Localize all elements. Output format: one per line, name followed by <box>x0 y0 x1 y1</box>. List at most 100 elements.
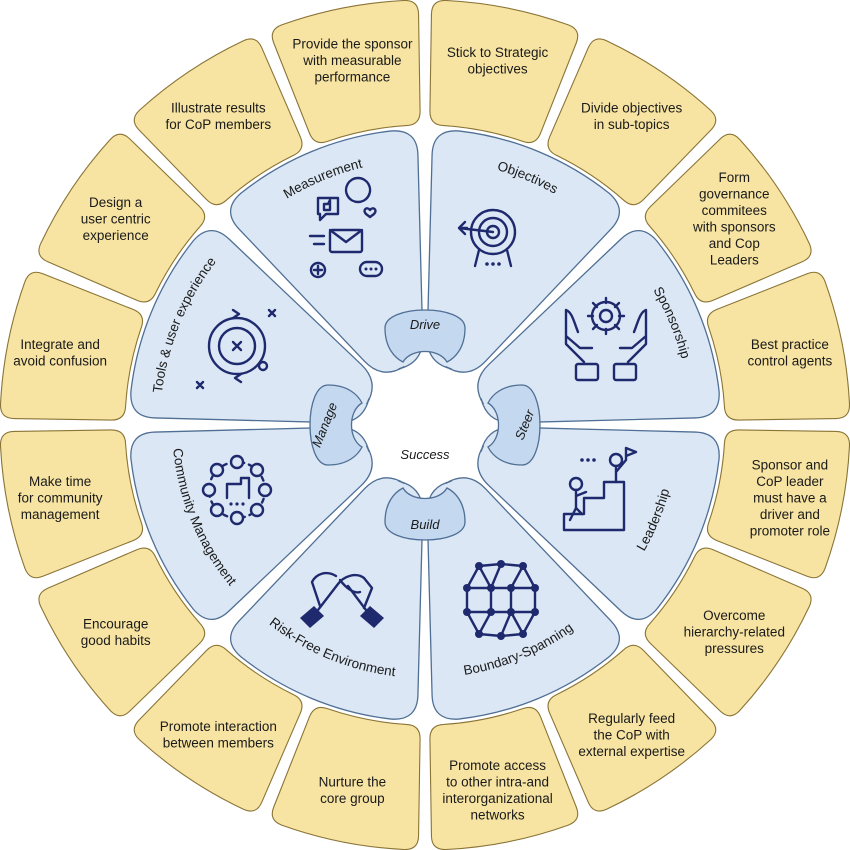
center-hub: Success <box>367 367 483 483</box>
practice-line: Form <box>719 170 751 185</box>
hands-gear-icon <box>564 296 648 382</box>
practice-text: Divide objectives in sub-topics <box>581 100 683 131</box>
practice-line: governance <box>699 187 770 202</box>
practice-line: Best practice <box>751 337 829 352</box>
practice-text: Promote interaction between members <box>160 719 277 751</box>
dimension-connector <box>309 384 363 466</box>
practice-box <box>644 133 812 303</box>
practice-box <box>706 429 850 579</box>
success-factor-ring: ObjectivesSponsorshipLeadershipBoundary-… <box>130 130 720 720</box>
social-feedback-icon <box>308 176 384 279</box>
practice-line: hierarchy-related <box>684 625 785 640</box>
practice-line: pressures <box>705 641 765 656</box>
practice-line: external expertise <box>578 744 685 759</box>
practice-line: Leaders <box>710 253 759 268</box>
practice-line: user centric <box>81 211 151 226</box>
practice-line: in sub-topics <box>594 117 670 132</box>
practice-box <box>38 133 206 303</box>
practice-line: Regularly feed <box>588 711 675 726</box>
practice-line: Divide objectives <box>581 100 683 115</box>
practice-line: Provide the sponsor <box>292 37 413 52</box>
practice-line: the CoP with <box>594 727 670 742</box>
dimension-connector <box>487 384 541 466</box>
factor-sector <box>130 426 373 621</box>
stairs-leader-icon <box>562 446 638 532</box>
dimension-label: Build <box>411 517 441 532</box>
handshake-icon <box>300 571 384 628</box>
factor-sector <box>130 229 373 424</box>
practice-line: must have a <box>753 491 827 506</box>
practice-line: networks <box>471 808 525 823</box>
practice-line: good habits <box>81 633 151 648</box>
network-icon <box>463 560 539 640</box>
practice-line: Integrate and <box>20 337 100 352</box>
practice-text: Best practice control agents <box>747 337 832 369</box>
factor-sector <box>426 130 621 373</box>
practice-line: for community <box>18 491 103 506</box>
practice-line: with measurable <box>302 53 401 68</box>
center-hub-circle <box>367 367 483 483</box>
practice-box <box>706 271 850 421</box>
practice-line: promoter role <box>750 524 830 539</box>
practice-line: experience <box>83 228 149 243</box>
practice-box <box>271 706 421 850</box>
practice-line: Design a <box>89 195 143 210</box>
community-circle-icon <box>201 454 273 526</box>
practice-box <box>547 38 717 206</box>
practice-line: CoP leader <box>756 474 824 489</box>
practice-box <box>547 644 717 812</box>
practice-line: interorganizational <box>442 791 552 806</box>
practice-box <box>133 38 303 206</box>
practice-box <box>429 706 579 850</box>
practice-line: avoid confusion <box>13 354 107 369</box>
target-icon <box>457 208 517 268</box>
practice-line: performance <box>315 70 391 85</box>
practice-box <box>0 271 144 421</box>
cycle-icon <box>195 308 277 390</box>
dimension-label: Drive <box>410 317 440 332</box>
practice-line: Illustrate results <box>171 100 266 115</box>
practice-line: control agents <box>747 354 832 369</box>
practice-line: Encourage <box>83 616 148 631</box>
practice-line: to other intra-and <box>446 775 549 790</box>
factor-icons <box>195 176 648 640</box>
practice-line: management <box>21 507 100 522</box>
dimension-connector <box>384 309 466 363</box>
factor-sector <box>426 477 621 720</box>
practice-box <box>271 0 421 144</box>
practice-line: Overcome <box>703 608 765 623</box>
practice-line: Sponsor and <box>752 458 829 473</box>
practice-line: between members <box>163 736 274 751</box>
practice-line: Stick to Strategic <box>447 45 549 60</box>
practice-box <box>38 547 206 717</box>
practice-box <box>644 547 812 717</box>
factor-sector <box>229 130 424 373</box>
practice-line: commitees <box>702 203 768 218</box>
practice-line: Make time <box>29 474 91 489</box>
practice-line: driver and <box>760 507 820 522</box>
practice-box <box>0 429 144 579</box>
practice-box <box>429 0 579 144</box>
center-label: Success <box>400 447 450 462</box>
practice-line: for CoP members <box>166 117 272 132</box>
practice-text: Integrate and avoid confusion <box>13 337 107 369</box>
practice-line: and Cop <box>709 236 760 251</box>
practice-text: Illustrate results for CoP members <box>166 100 272 131</box>
practice-line: Promote interaction <box>160 719 277 734</box>
practice-line: with sponsors <box>692 220 776 235</box>
practice-text: Encourage good habits <box>81 616 151 648</box>
practice-line: Nurture the <box>319 775 387 790</box>
practice-line: Promote access <box>449 758 546 773</box>
practice-box <box>133 644 303 812</box>
